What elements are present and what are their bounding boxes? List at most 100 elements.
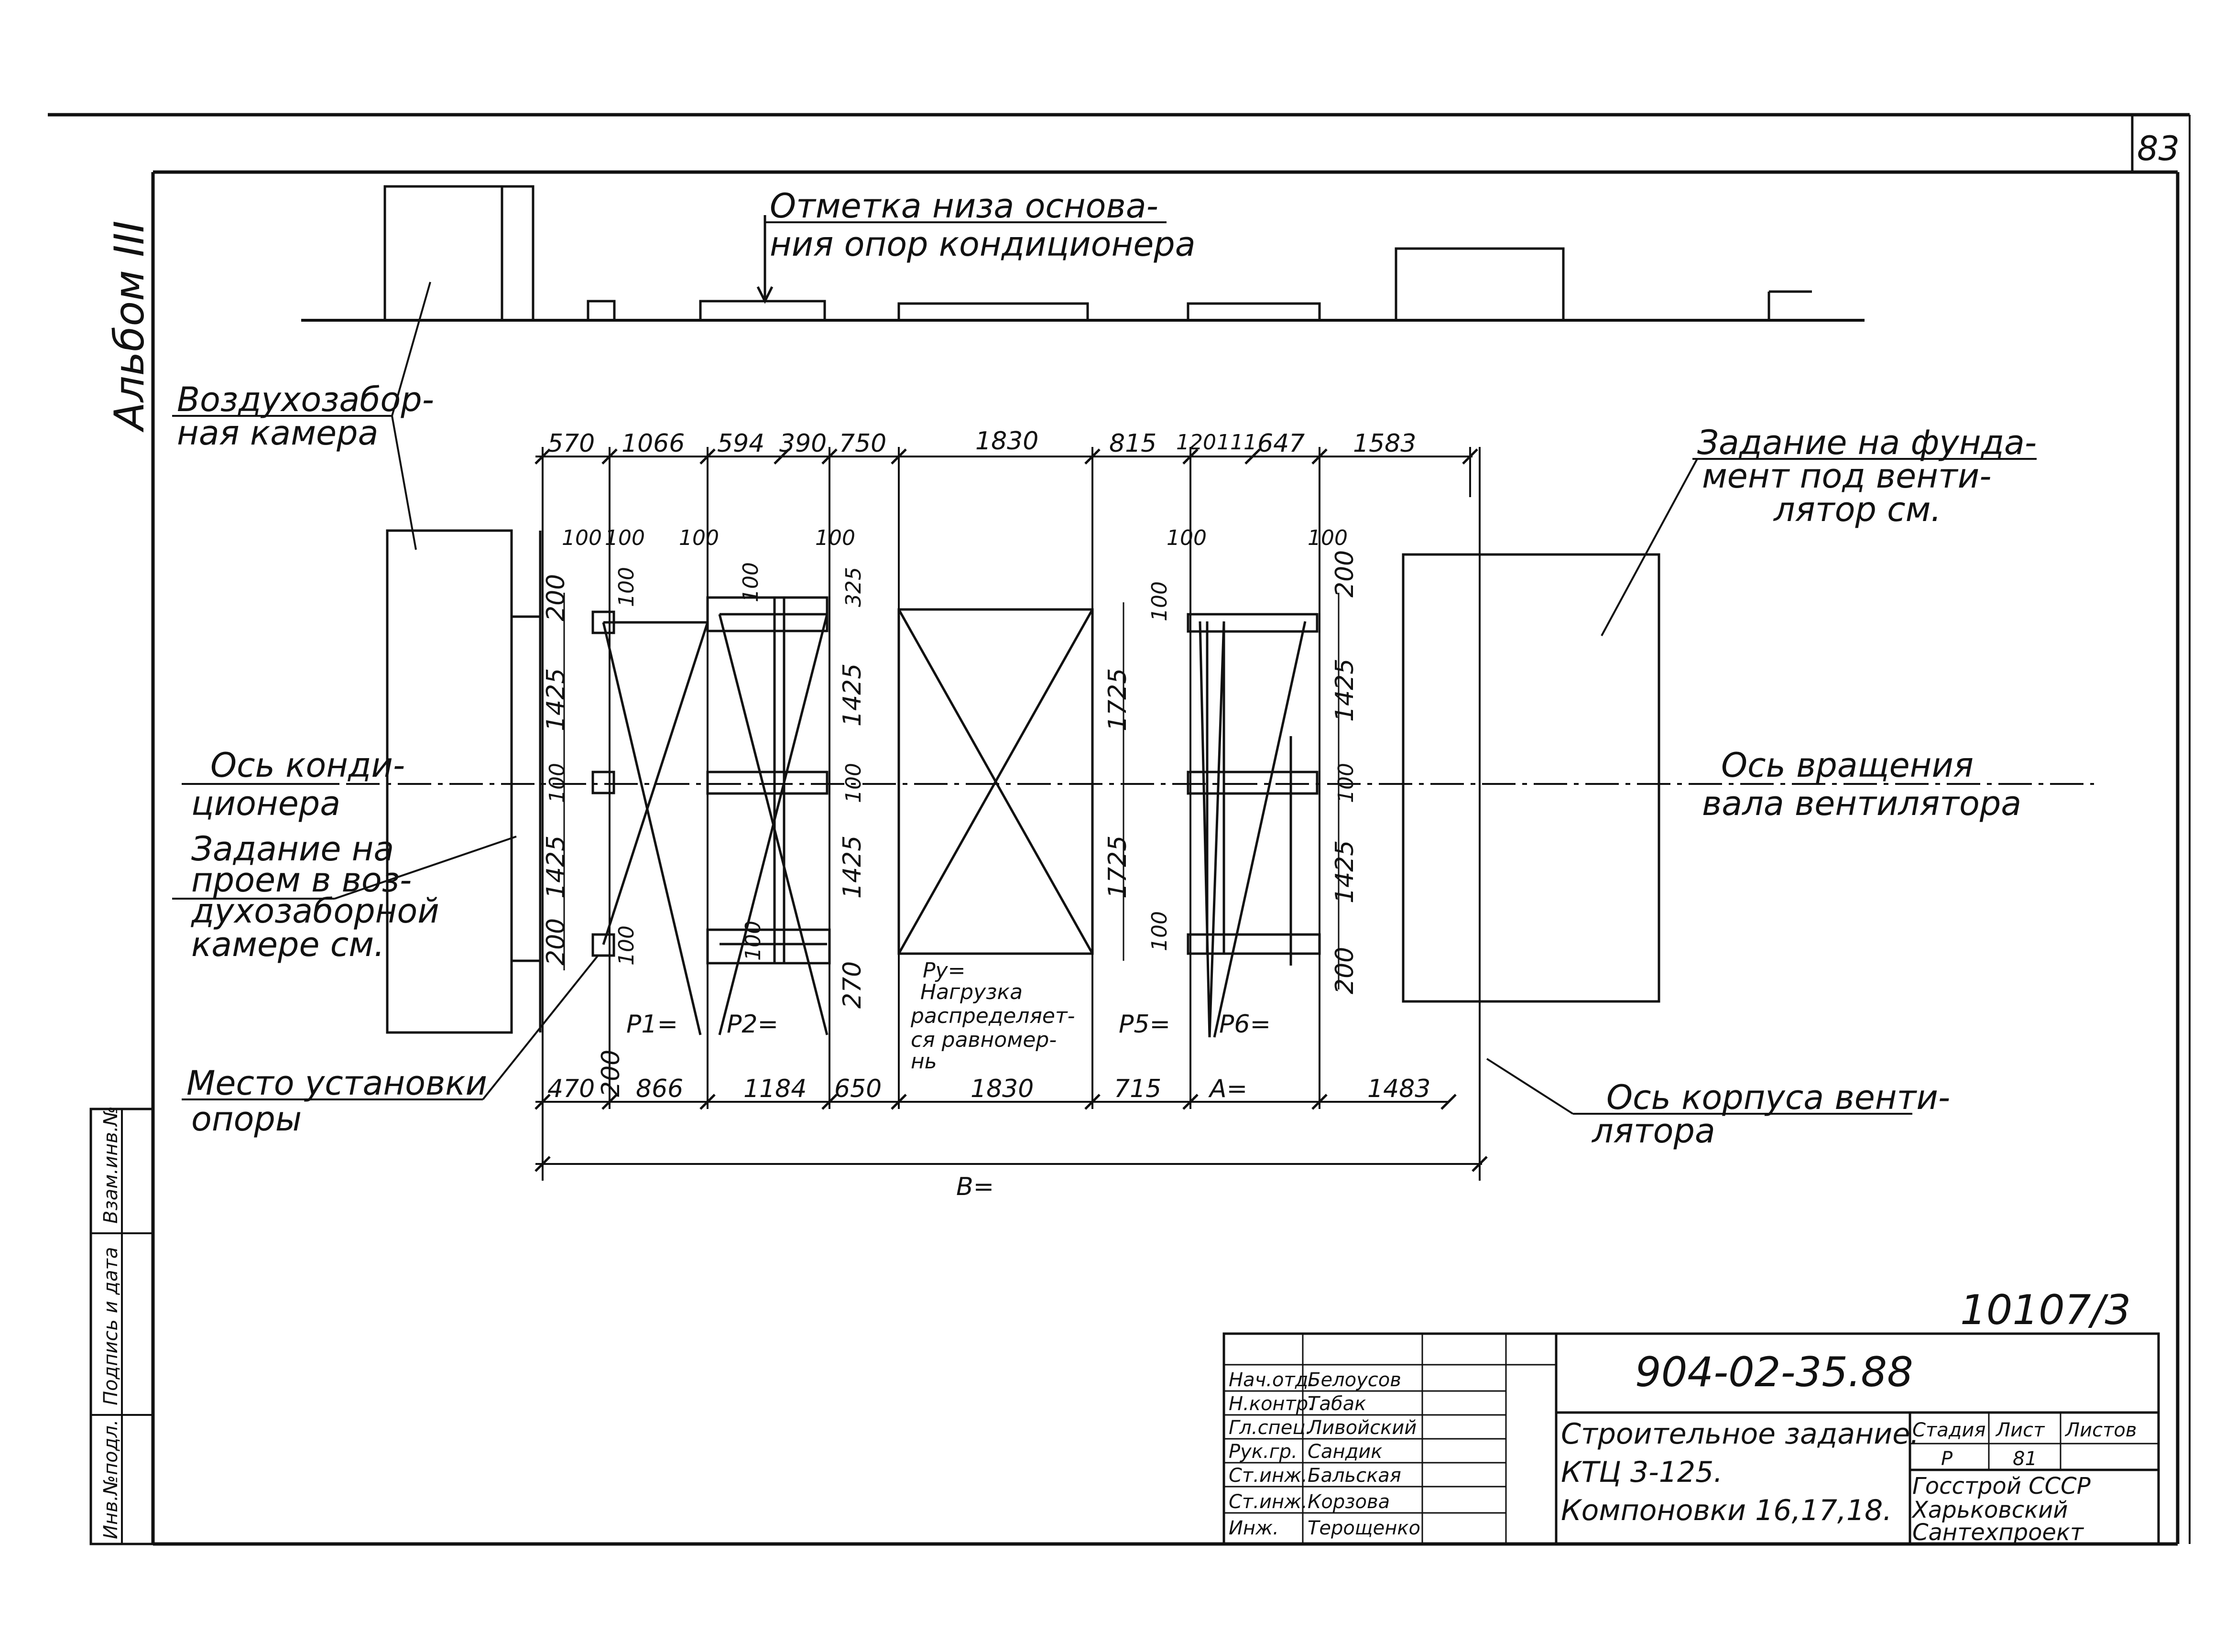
name-5: Корзова (1308, 1491, 1390, 1513)
dim-top-1830: 1830 (975, 427, 1038, 456)
foundation-line3: лятор см. (1773, 490, 1942, 529)
dim-bot-866: 866 (636, 1075, 683, 1103)
role-3: Рук.гр. (1229, 1441, 1298, 1463)
load-line3: распределяет- (910, 1004, 1075, 1028)
elevation-view (301, 185, 1865, 322)
name-6: Терощенко (1308, 1517, 1420, 1539)
title-block-org: Госстрой СССР Харьковский Сантехпроект (1911, 1473, 2091, 1546)
dim-top-111: 111 (1217, 430, 1257, 455)
dim-vl-1: 1425 (542, 668, 570, 731)
title-block-title: Строительное задание. КТЦ 3-125. Компоно… (1561, 1417, 1919, 1527)
dim-vc-0: 1725 (1103, 668, 1132, 731)
dim-vm-0: 1425 (838, 663, 867, 727)
dims-vertical-left: 200 1425 100 1425 200 (542, 574, 570, 966)
sheet-frame (48, 113, 2191, 1546)
dim-bot-1184: 1184 (743, 1075, 807, 1103)
load-line1: Pу= (923, 958, 965, 983)
opening-line1: Задание на (191, 829, 394, 869)
label-conditioner-axis: Ось конди- ционера (182, 746, 405, 823)
dim-s-11: 100 (1147, 911, 1172, 951)
dim-top-570: 570 (547, 429, 595, 458)
dim-s-2: 100 (679, 526, 719, 550)
shaft-axis-line2: вала вентилятора (1702, 784, 2021, 823)
shaft-axis-line1: Ось вращения (1721, 746, 1974, 785)
label-air-chamber: Воздухозабор- ная камера (172, 282, 434, 550)
label-foundation: Задание на фунда- мент под венти- лятор … (1692, 423, 2037, 529)
dim-bot-200: 200 (597, 1050, 625, 1097)
page-number: 83 (2137, 129, 2180, 168)
label-support-place: Место установки опоры (182, 955, 599, 1139)
org-line3: Сантехпроект (1912, 1519, 2084, 1546)
dims-vertical-mid: 1425 100 1425 270 325 (838, 567, 867, 1009)
dim-s-3: 100 (815, 526, 855, 550)
dim-vr-0: 200 (1331, 550, 1359, 598)
dim-vm-3: 270 (838, 961, 867, 1009)
stamp-replace: Взам.инв.№ (100, 1106, 122, 1224)
air-chamber-line2: ная камера (177, 413, 378, 453)
title-block-roles: Нач.отд. Н.контр. Гл.спец. Рук.гр. Ст.ин… (1229, 1369, 1314, 1539)
load-line5: нь (911, 1049, 937, 1074)
air-chamber-line1: Воздухозабор- (177, 380, 434, 419)
dim-vr-4: 200 (1331, 947, 1359, 994)
dim-top-390: 390 (779, 429, 827, 458)
name-2: Ливойский (1307, 1417, 1417, 1439)
dim-top-594: 594 (717, 429, 764, 458)
dim-vm-2: 1425 (838, 836, 867, 899)
dim-vr-1: 1425 (1331, 659, 1359, 722)
foundation-line2: мент под венти- (1702, 456, 1992, 496)
support-place-line2: опоры (191, 1099, 302, 1139)
conditioner-axis-line2: ционера (191, 784, 340, 823)
role-2: Гл.спец. (1229, 1417, 1311, 1439)
label-fan-housing: Ось корпуса венти- лятора (1591, 1078, 1950, 1151)
album-label: Альбом III (106, 221, 153, 433)
title-line3: Компоновки 16,17,18. (1561, 1494, 1892, 1527)
support-column-2 (706, 596, 831, 1035)
role-1: Н.контр. (1229, 1393, 1314, 1415)
conditioner-block (897, 602, 1124, 961)
dim-top-120: 120 (1176, 430, 1216, 455)
dim-bot-a: A= (1208, 1075, 1247, 1103)
dim-vl-2: 100 (545, 763, 569, 803)
dim-vr-2: 100 (1334, 763, 1358, 803)
dim-top-647: 647 (1257, 429, 1305, 458)
conditioner-axis-line1: Ось конди- (210, 746, 405, 785)
base-mark-line1: Отметка низа основа- (770, 186, 1158, 226)
dim-top-1583: 1583 (1353, 429, 1416, 458)
name-4: Бальская (1308, 1465, 1401, 1487)
fan-block (1402, 458, 1912, 1115)
stage-v0: Р (1941, 1448, 1953, 1470)
title-block (1222, 1332, 2160, 1545)
dim-s-6: 100 (614, 567, 639, 607)
stamp-sign: Подпись и дата (100, 1247, 122, 1405)
role-6: Инж. (1229, 1517, 1279, 1539)
load-line4: ся равномер- (911, 1028, 1057, 1052)
opening-line3: духозаборной (191, 891, 439, 931)
load-p2: P2= (727, 1010, 778, 1039)
opening-line4: камере см. (191, 925, 384, 964)
dim-vl-3: 1425 (542, 836, 570, 899)
base-mark-line2: ния опор кондиционера (770, 225, 1196, 264)
stage-h2: Листов (2064, 1419, 2137, 1441)
role-4: Ст.инж. (1229, 1465, 1308, 1487)
dim-vc-1: 1725 (1103, 836, 1132, 899)
support-column-right (1187, 593, 1340, 1038)
dim-bot-1483: 1483 (1367, 1075, 1430, 1103)
load-p5: P5= (1119, 1010, 1170, 1039)
foundation-line1: Задание на фунда- (1697, 423, 2037, 462)
dim-s-5: 100 (1308, 526, 1348, 550)
title-line1: Строительное задание. (1561, 1417, 1919, 1451)
fan-housing-line2: лятора (1591, 1111, 1715, 1151)
dim-bot-470: 470 (547, 1075, 595, 1103)
dim-s-8: 100 (1147, 581, 1172, 621)
load-p1: P1= (626, 1010, 678, 1039)
dim-vm-1: 100 (841, 763, 866, 803)
dim-s-10: 100 (741, 921, 765, 961)
dim-vm-4: 325 (841, 567, 866, 607)
label-load: Pу= Нагрузка распределяет- ся равномер- … (910, 958, 1075, 1074)
name-0: Белоусов (1308, 1369, 1401, 1391)
title-block-names: Белоусов Табак Ливойский Сандик Бальская… (1307, 1369, 1420, 1539)
dim-bot-1830: 1830 (971, 1075, 1034, 1103)
dim-vl-4: 200 (542, 918, 570, 966)
org-line1: Госстрой СССР (1912, 1473, 2091, 1500)
